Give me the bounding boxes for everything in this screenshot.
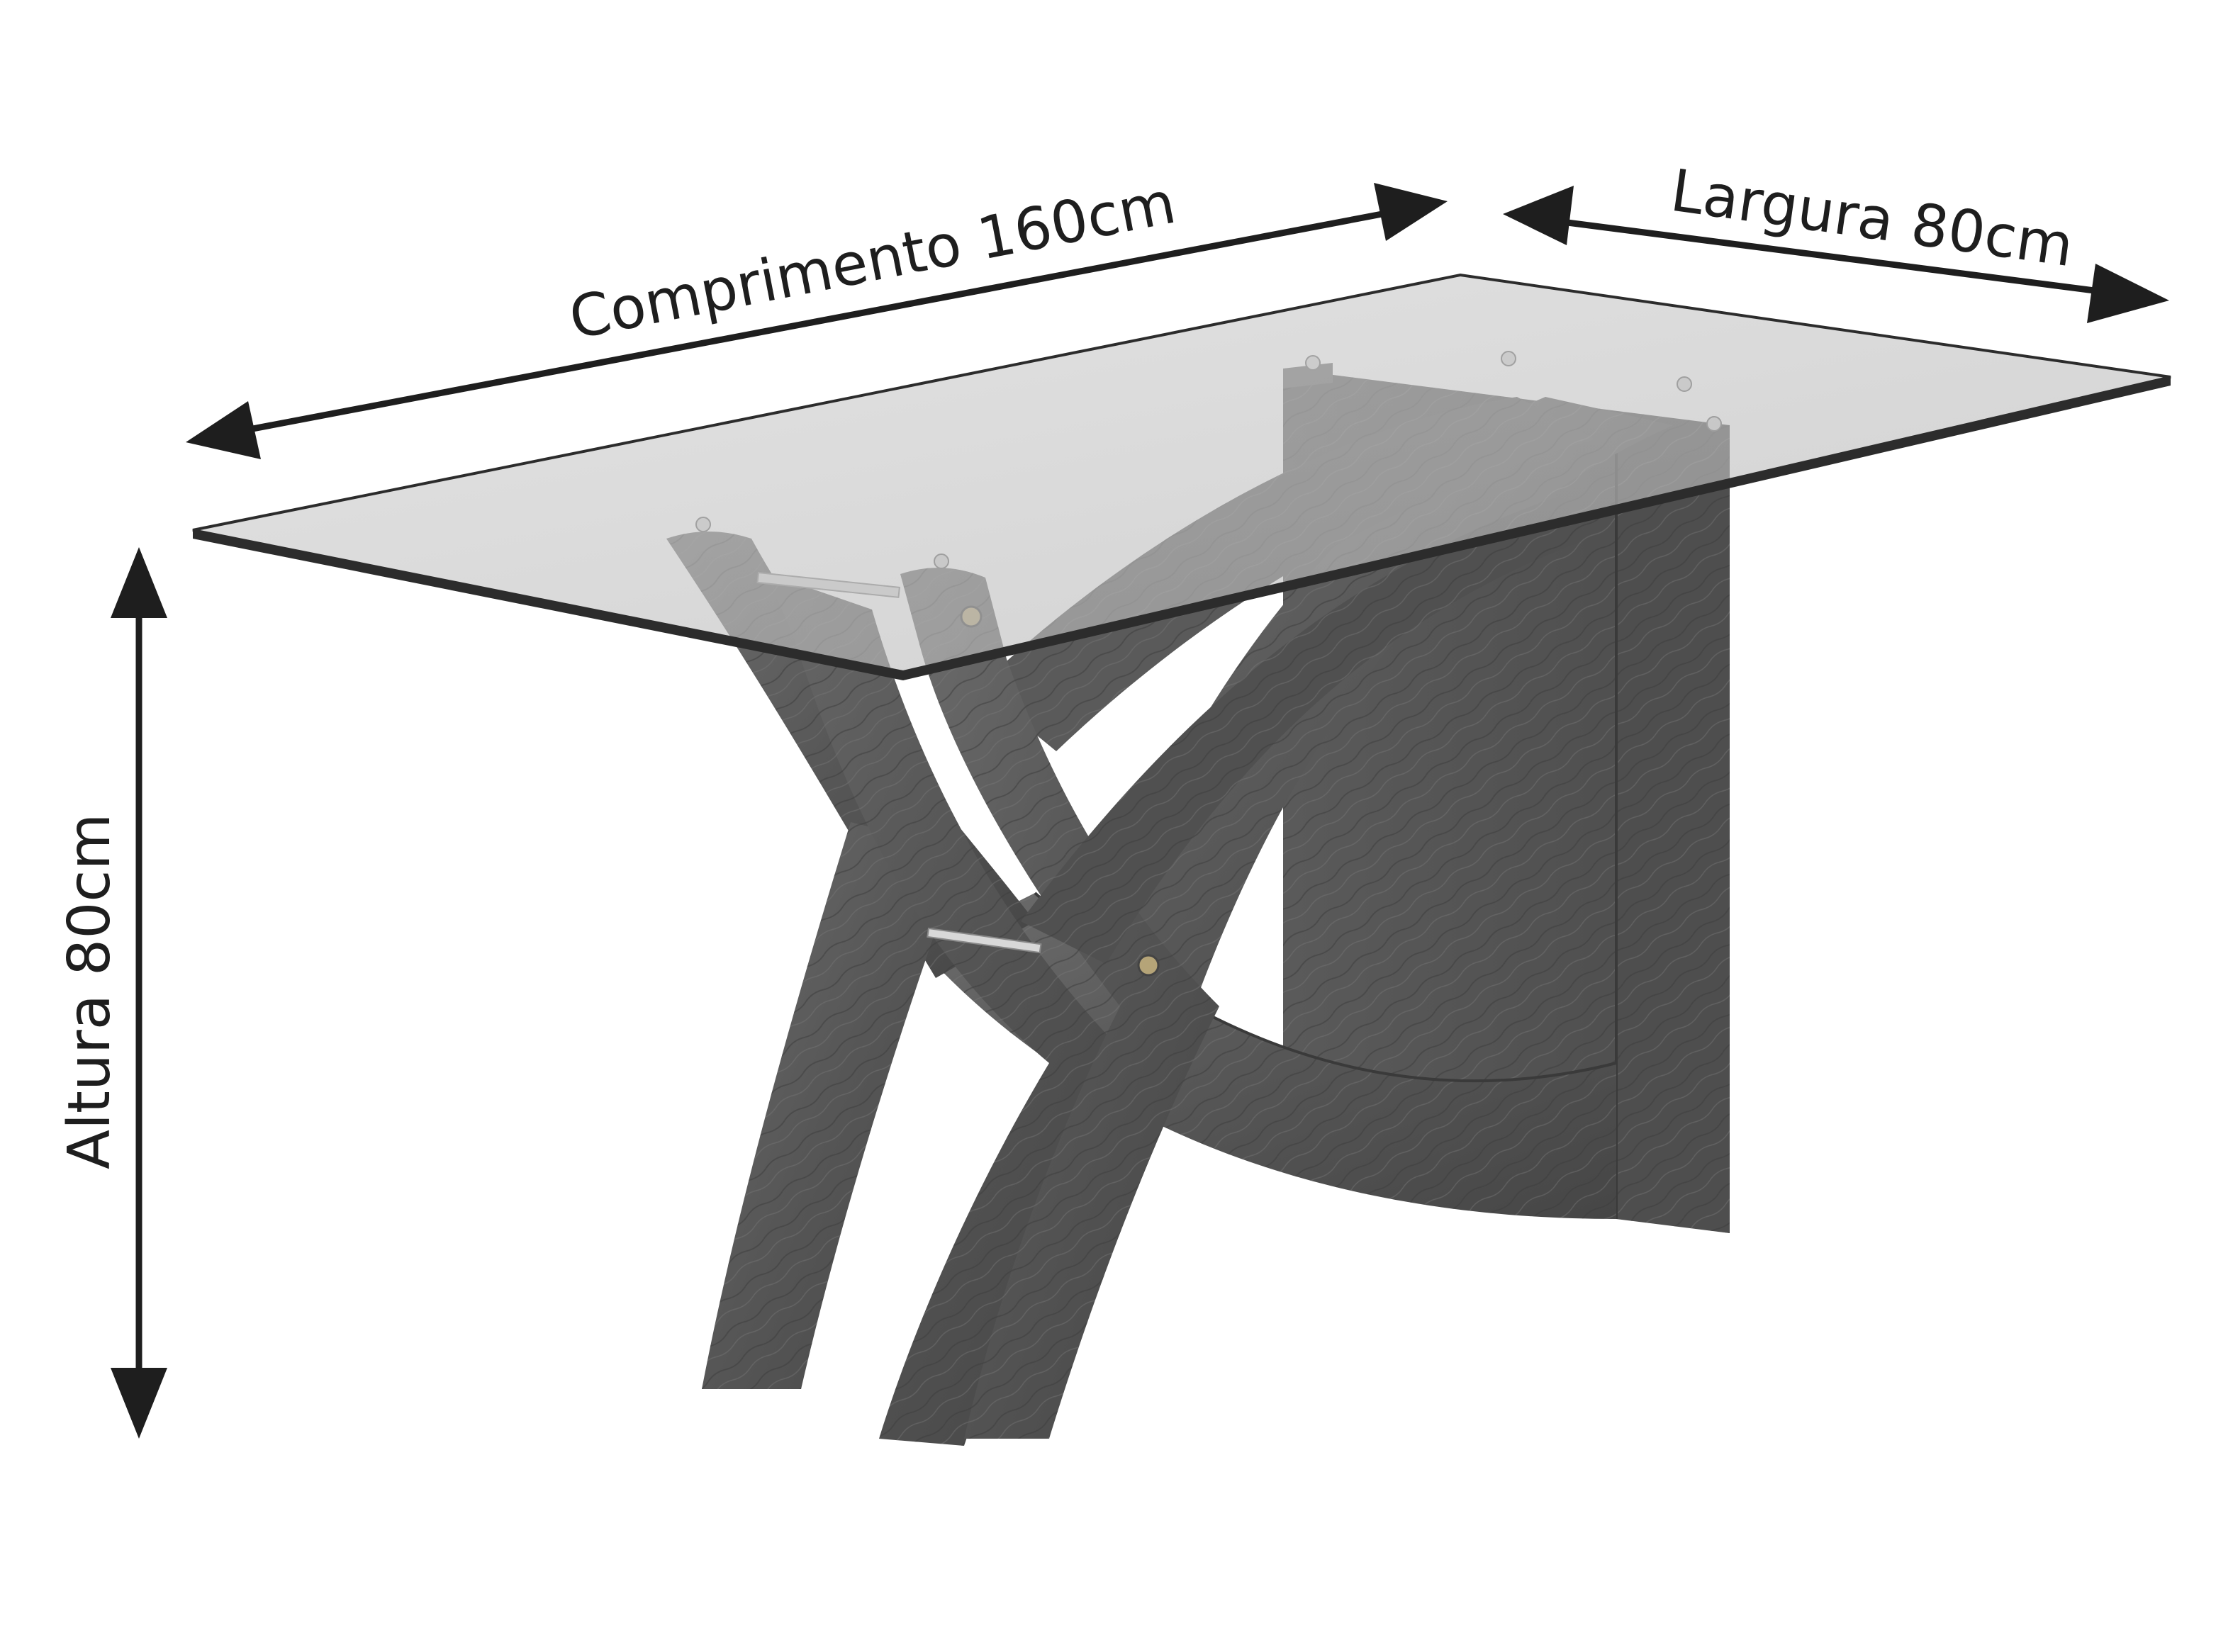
arrow-left-icon: [1503, 186, 1574, 245]
length-label: Comprimento 160cm: [564, 169, 1181, 353]
crossing-arc: [1021, 496, 1588, 964]
arrow-right-icon: [1374, 183, 1448, 241]
arrow-right-icon: [2087, 264, 2169, 323]
arrow-up-icon: [111, 547, 167, 618]
height-label: Altura 80cm: [56, 814, 123, 1169]
left-front-leg: [666, 532, 1134, 1446]
height-dimension: Altura 80cm: [56, 547, 167, 1439]
right-front-leg: [900, 568, 1219, 1439]
back-arc: [1028, 397, 1673, 1148]
arrow-left-icon: [186, 401, 261, 459]
arrow-down-icon: [111, 1368, 167, 1439]
glass-top: [192, 273, 2171, 680]
